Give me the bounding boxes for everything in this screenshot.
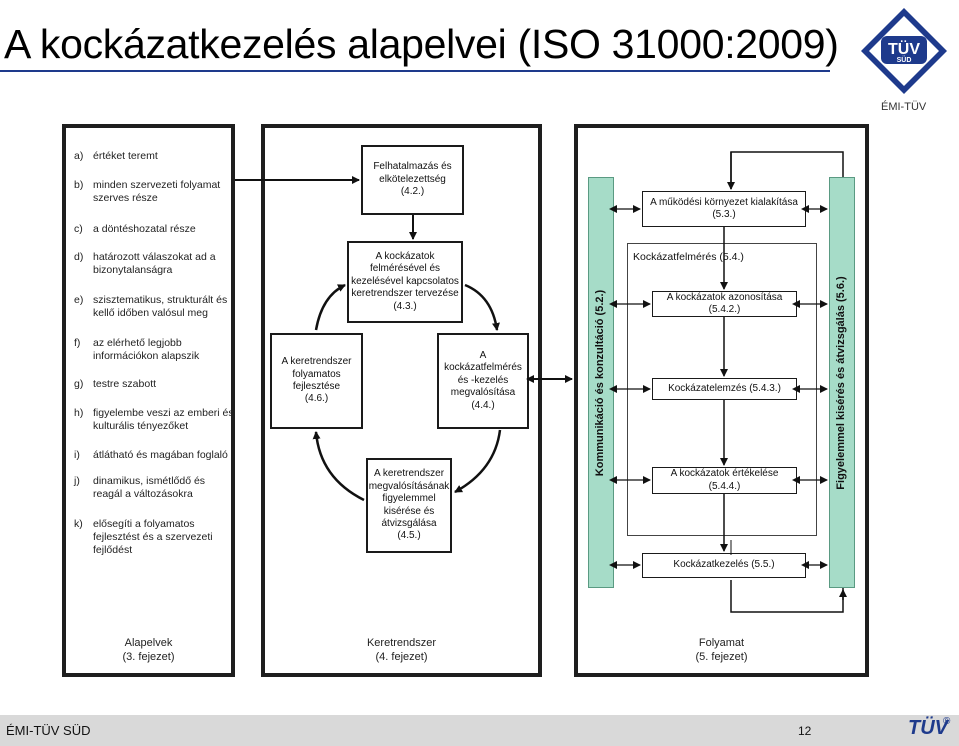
identification-box: A kockázatok azonosítása (5.4.2.) [652,291,797,317]
principle-text: szisztematikus, strukturált és kellő idő… [93,294,228,319]
principle-key: j) [74,475,80,487]
tuv-sud-logo: TÜV SÜD [861,8,947,94]
principle-text: átlátható és magában foglaló [93,449,228,461]
principle-key: h) [74,407,84,419]
principle-item: c) a döntéshozatal része [74,223,234,236]
principle-key: k) [74,518,83,530]
principle-item: g) testre szabott [74,378,234,391]
process-caption: Folyamat (5. fejezet) [695,637,748,663]
monitoring-label: Figyelemmel kisérés és átvizsgálás (5.6.… [835,276,847,490]
footer-bar: ÉMI-TÜV SÜD 12 TÜV ® [0,715,959,746]
footer-tuv-logo: TÜV [908,717,948,739]
principle-text: határozott válaszokat ad a bizonytalansá… [93,251,216,276]
principle-item: j) dinamikus, ismétlődő és reagál a válto… [74,475,234,501]
principle-key: f) [74,337,81,349]
principle-text: az elérhető legjobb információkon alapsz… [93,337,200,362]
mandate-box: Felhatalmazás és elkötelezettség (4.2.) [361,145,464,215]
principle-key: g) [74,378,84,390]
page-number: 12 [798,724,812,738]
logo-text: TÜV [888,39,920,58]
principle-text: testre szabott [93,378,157,390]
principle-item: f) az elérhető legjobb információkon alap… [74,337,234,363]
page-title: A kockázatkezelés alapelvei (ISO 31000:2… [4,21,839,67]
logo-caption: ÉMI-TÜV [881,101,927,113]
principle-key: d) [74,251,84,263]
principle-item: h) figyelembe veszi az emberi és kulturál… [74,407,234,433]
principle-item: b) minden szervezeti folyamat szerves rés… [74,179,234,205]
principles-caption: Alapelvek (3. fejezet) [122,637,175,663]
analysis-box: Kockázatelemzés (5.4.3.) [652,378,797,400]
communication-label: Kommunikáció és konzultáció (5.2.) [594,289,606,477]
principle-key: e) [74,294,84,306]
framework-caption: Keretrendszer (4. fejezet) [366,637,437,663]
title-underline [0,70,830,72]
principle-key: a) [74,150,84,162]
framework-design-box: A kockázatok felmérésével és kezelésével… [347,241,463,323]
evaluation-box: A kockázatok értékelése (5.4.4.) [652,467,797,494]
principle-text: elősegíti a folyamatos fejlesztést és a … [93,518,213,556]
principle-item: k) elősegíti a folyamatos fejlesztést és … [74,518,234,557]
principle-key: b) [74,179,84,191]
principle-item: e) szisztematikus, strukturált és kellő i… [74,294,234,320]
improve-box: A keretrendszer folyamatos fejlesztése (… [270,333,363,429]
context-box: A működési környezet kialakítása (5.3.) [642,191,806,227]
principle-text: dinamikus, ismétlődő és reagál a változá… [93,475,206,500]
principle-text: minden szervezeti folyamat szerves része [93,179,221,204]
logo-plate [881,36,927,64]
principles-panel: a) értéket teremt b) minden szervezeti fol… [62,124,235,677]
communication-bar [588,177,614,588]
principle-key: i) [74,449,80,461]
implement-box: A kockázatfelmérés és -kezelés megvalósí… [437,333,529,429]
framework-monitor-box: A keretrendszer megvalósításának figyele… [366,458,452,553]
assessment-label: Kockázatfelmérés (5.4.) [633,251,744,263]
principle-item: i) átlátható és magában foglaló [74,449,234,462]
principle-key: c) [74,223,83,235]
treatment-box: Kockázatkezelés (5.5.) [642,553,806,578]
principle-item: a) értéket teremt [74,150,234,163]
logo-subtext: SÜD [897,55,912,64]
principle-text: értéket teremt [93,150,158,162]
registered-mark: ® [943,716,951,727]
footer-organization: ÉMI-TÜV SÜD [6,723,91,738]
monitoring-bar [829,177,855,588]
principle-item: d) határozott válaszokat ad a bizonytalan… [74,251,234,277]
principle-text: figyelembe veszi az emberi és kulturális… [93,407,234,432]
principle-text: a döntéshozatal része [93,223,196,235]
